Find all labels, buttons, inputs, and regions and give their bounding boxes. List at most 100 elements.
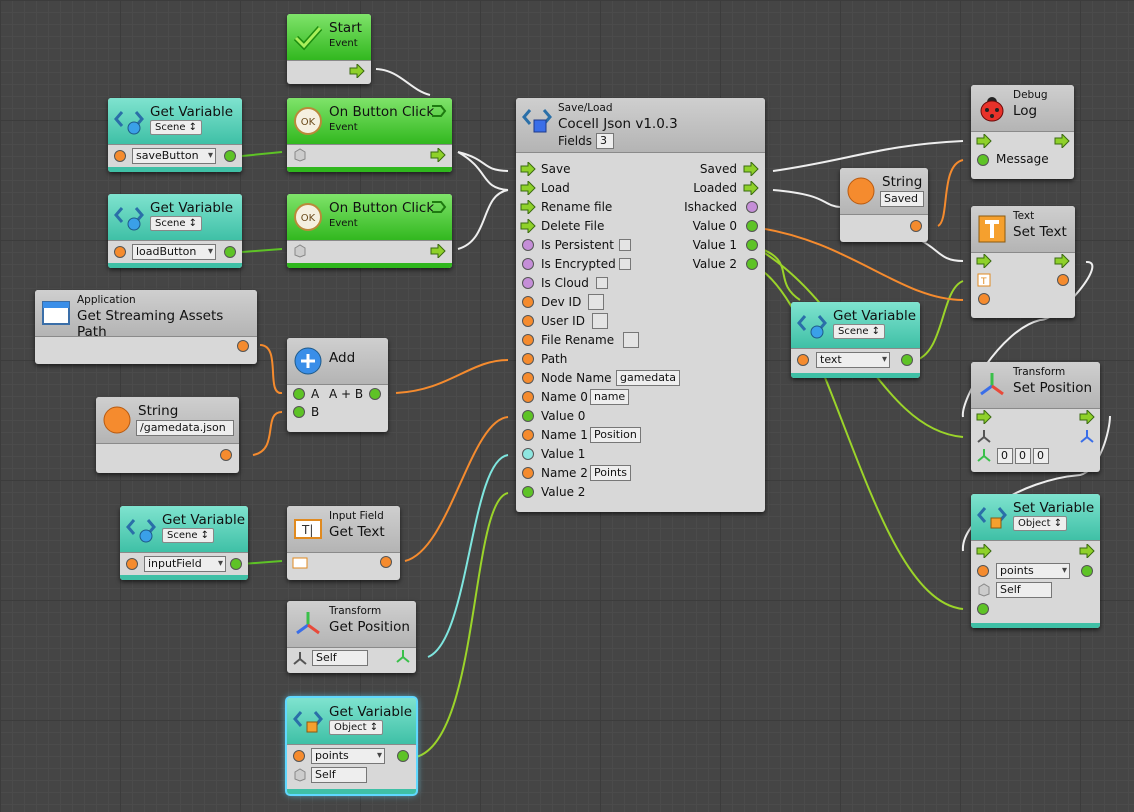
a-in-port[interactable] <box>293 388 305 400</box>
start-node[interactable]: Start Event <box>287 14 371 84</box>
scope-badge[interactable]: Scene ↕ <box>833 324 886 339</box>
text-field[interactable]: name <box>590 389 630 405</box>
variable-dropdown[interactable]: points <box>311 748 385 764</box>
scope-badge[interactable]: Object ↕ <box>329 720 384 735</box>
value-in-port[interactable] <box>114 150 126 162</box>
text-field[interactable]: Position <box>590 427 641 443</box>
value-in-port[interactable] <box>522 410 534 422</box>
flow-in-icon[interactable] <box>520 219 536 233</box>
text-field[interactable]: Points <box>590 465 632 481</box>
variable-dropdown[interactable]: loadButton <box>132 244 216 260</box>
variable-dropdown[interactable]: inputField <box>144 556 226 572</box>
object-out-port[interactable] <box>901 354 913 366</box>
flow-in-icon[interactable] <box>976 410 992 424</box>
value-in-port[interactable] <box>522 372 534 384</box>
value-in-port[interactable] <box>522 315 534 327</box>
value-out-port[interactable] <box>397 750 409 762</box>
checkbox[interactable] <box>623 332 639 348</box>
variable-dropdown[interactable]: saveButton <box>132 148 216 164</box>
value-in-port[interactable] <box>114 246 126 258</box>
flow-out-icon[interactable] <box>1079 544 1095 558</box>
target-field[interactable]: Self <box>312 650 368 666</box>
value-in-port[interactable] <box>126 558 138 570</box>
target-field[interactable]: Self <box>996 582 1052 598</box>
flow-in-icon[interactable] <box>976 254 992 268</box>
value-in-port[interactable] <box>522 429 534 441</box>
text-field[interactable]: gamedata <box>616 370 680 386</box>
flow-out-icon[interactable] <box>743 181 759 195</box>
flow-out-icon[interactable] <box>430 244 446 258</box>
value-in-port[interactable] <box>797 354 809 366</box>
value-in-port[interactable] <box>522 296 534 308</box>
transform-in-icon[interactable] <box>976 429 992 443</box>
checkbox[interactable] <box>619 258 631 270</box>
string-value-field[interactable]: /gamedata.json <box>136 420 234 436</box>
get-variable-load-node[interactable]: Get Variable Scene ↕ loadButton <box>108 194 242 268</box>
object-in-icon[interactable] <box>292 148 308 162</box>
get-variable-text-node[interactable]: Get Variable Scene ↕ text <box>791 302 920 378</box>
text-out-port[interactable] <box>1057 274 1069 286</box>
value-out-port[interactable] <box>746 258 758 270</box>
position-y-field[interactable]: 0 <box>1015 448 1031 464</box>
flow-in-icon[interactable] <box>520 162 536 176</box>
string-out-port[interactable] <box>910 220 922 232</box>
object-in-icon[interactable] <box>292 768 308 782</box>
input-field-in-icon[interactable] <box>292 556 308 570</box>
add-node[interactable]: Add A A + B B <box>287 338 388 432</box>
b-in-port[interactable] <box>293 406 305 418</box>
value-in-port[interactable] <box>522 486 534 498</box>
value-in-port[interactable] <box>522 448 534 460</box>
checkbox[interactable] <box>596 277 608 289</box>
text-component-in-icon[interactable]: T <box>976 273 992 287</box>
value-in-port[interactable] <box>522 391 534 403</box>
value-out-port[interactable] <box>1081 565 1093 577</box>
value-in-port[interactable] <box>293 750 305 762</box>
position-z-field[interactable]: 0 <box>1033 448 1049 464</box>
object-out-port[interactable] <box>224 150 236 162</box>
checkbox[interactable] <box>619 239 631 251</box>
object-out-port[interactable] <box>224 246 236 258</box>
text-value-in-port[interactable] <box>978 293 990 305</box>
scope-badge[interactable]: Scene ↕ <box>150 216 203 231</box>
value-out-port[interactable] <box>746 201 758 213</box>
text-set-text-node[interactable]: Text Set Text T <box>971 206 1075 318</box>
transform-in-icon[interactable] <box>292 651 308 665</box>
sum-out-port[interactable] <box>369 388 381 400</box>
variable-dropdown[interactable]: text <box>816 352 890 368</box>
flow-out-icon[interactable] <box>349 64 365 78</box>
flow-out-icon[interactable] <box>1054 254 1070 268</box>
flow-out-icon[interactable] <box>430 148 446 162</box>
scope-badge[interactable]: Scene ↕ <box>150 120 203 135</box>
on-button-click-node-1[interactable]: OK On Button Click Event <box>287 98 452 172</box>
position-in-icon[interactable] <box>976 448 992 462</box>
value-out-port[interactable] <box>746 239 758 251</box>
vector-out-icon[interactable] <box>395 649 411 663</box>
input-field-node[interactable]: T| Input Field Get Text <box>287 506 400 580</box>
flow-out-icon[interactable] <box>1054 134 1070 148</box>
string-path-node[interactable]: String /gamedata.json <box>96 397 239 473</box>
object-out-port[interactable] <box>230 558 242 570</box>
scope-badge[interactable]: Scene ↕ <box>162 528 215 543</box>
get-variable-points-node[interactable]: Get Variable Object ↕ points Self <box>287 698 416 794</box>
value-out-port[interactable] <box>746 220 758 232</box>
checkbox[interactable] <box>588 294 604 310</box>
value-in-port[interactable] <box>522 239 534 251</box>
object-in-icon[interactable] <box>292 244 308 258</box>
get-variable-input-node[interactable]: Get Variable Scene ↕ inputField <box>120 506 248 580</box>
value-in-port[interactable] <box>522 334 534 346</box>
string-value-field[interactable]: Saved <box>880 191 924 207</box>
flow-in-icon[interactable] <box>520 200 536 214</box>
set-variable-node[interactable]: Set Variable Object ↕ points Self <box>971 494 1100 628</box>
value-in-port[interactable] <box>977 565 989 577</box>
value-in-port[interactable] <box>522 277 534 289</box>
flow-out-icon[interactable] <box>743 162 759 176</box>
string-out-port[interactable] <box>220 449 232 461</box>
value-in-port[interactable] <box>522 353 534 365</box>
string-out-port[interactable] <box>237 340 249 352</box>
text-out-port[interactable] <box>380 556 392 568</box>
string-saved-node[interactable]: String Saved <box>840 168 928 242</box>
value-in-port[interactable] <box>522 258 534 270</box>
flow-in-icon[interactable] <box>520 181 536 195</box>
flow-in-icon[interactable] <box>976 544 992 558</box>
message-in-port[interactable] <box>977 154 989 166</box>
